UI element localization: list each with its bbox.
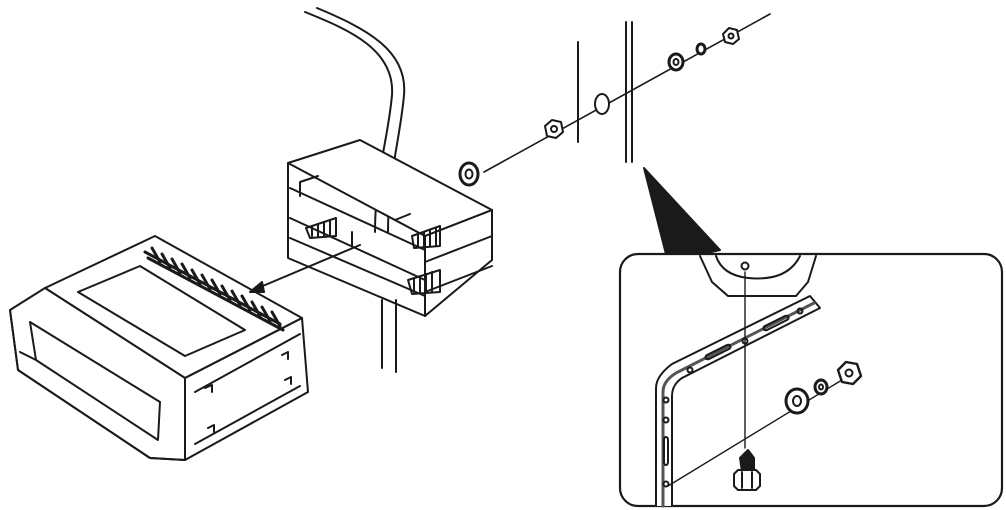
mounting-strap bbox=[655, 295, 821, 508]
sleeve-tab-right-upper bbox=[411, 225, 441, 249]
dashboard-panel bbox=[381, 299, 397, 373]
washer bbox=[784, 387, 810, 415]
sleeve-tab-right-lower bbox=[407, 269, 441, 295]
washer bbox=[458, 161, 480, 187]
upper-bracket bbox=[699, 255, 817, 297]
hex-nut bbox=[836, 360, 863, 386]
callout-pointer bbox=[643, 167, 721, 263]
mounting-sleeve bbox=[287, 139, 493, 317]
washer bbox=[667, 52, 685, 72]
insertion-arrow bbox=[249, 244, 361, 293]
hex-bolt bbox=[733, 449, 761, 491]
vent-slots bbox=[143, 246, 285, 332]
rear-mount-hardware bbox=[458, 13, 771, 187]
panel-hole bbox=[594, 93, 610, 115]
sleeve-tab-left bbox=[305, 217, 337, 239]
spring-washer bbox=[695, 42, 707, 56]
hex-nut bbox=[722, 27, 740, 45]
hex-nut bbox=[544, 119, 564, 139]
head-unit bbox=[9, 235, 309, 461]
spring-washer bbox=[813, 378, 829, 396]
detail-callout bbox=[618, 252, 1004, 508]
